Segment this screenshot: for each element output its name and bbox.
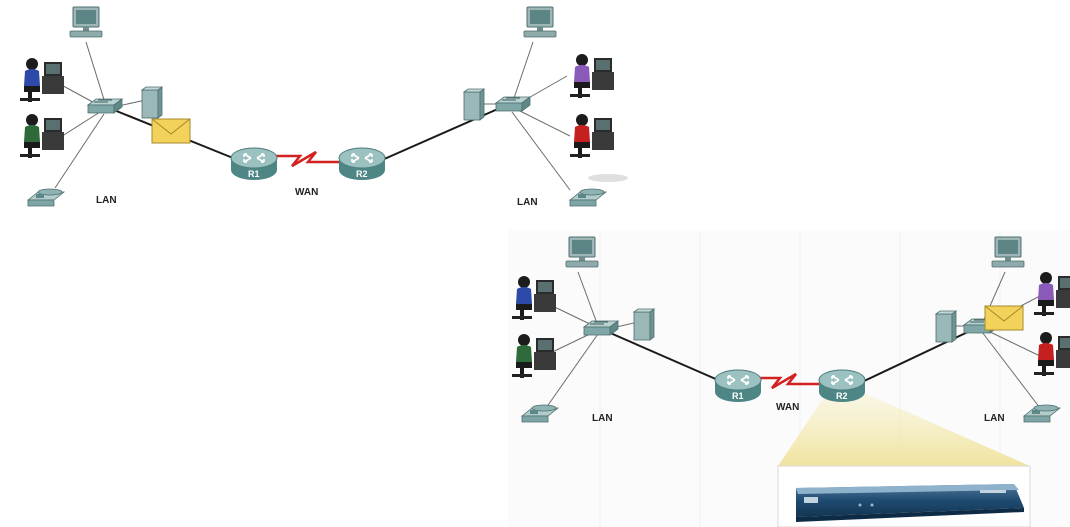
top-right-lan-links <box>476 41 571 191</box>
top-wan-label: WAN <box>295 187 318 198</box>
top-r1-label: R1 <box>248 169 260 179</box>
bottom-r2-label: R2 <box>836 391 848 401</box>
top-right-ip-phone-icon <box>569 188 607 207</box>
bottom-left-pc-icon <box>565 236 599 268</box>
bottom-lan-left-label: LAN <box>592 413 613 424</box>
top-left-user-blue-icon <box>20 58 64 102</box>
bottom-link-switch-r1 <box>607 331 719 381</box>
top-right-user-red-icon <box>570 114 614 158</box>
top-wan-link <box>276 150 342 168</box>
bottom-right-server-icon <box>935 310 957 343</box>
top-right-server-icon <box>463 88 485 121</box>
bottom-wan-label: WAN <box>776 402 799 413</box>
top-topology: LAN WAN LAN R1 R2 <box>20 6 628 208</box>
bottom-envelope-icon <box>984 305 1024 331</box>
bottom-right-pc-icon <box>991 236 1025 268</box>
top-lan-left-label: LAN <box>96 195 117 206</box>
top-lan-right-label: LAN <box>517 197 538 208</box>
bottom-left-switch-icon <box>583 320 619 336</box>
top-left-user-green-icon <box>20 114 64 158</box>
top-left-pc-icon <box>69 6 103 38</box>
top-right-shadow <box>588 174 628 182</box>
router-hardware-photo <box>796 484 1024 522</box>
zoom-highlight <box>778 385 1030 466</box>
top-envelope-icon <box>151 118 191 144</box>
bottom-topology: LAN WAN LAN R1 R2 <box>508 230 1070 527</box>
top-right-pc-icon <box>523 6 557 38</box>
top-left-switch-icon <box>87 98 123 114</box>
top-right-user-purple-icon <box>570 54 614 98</box>
top-left-ip-phone-icon <box>27 188 65 207</box>
top-right-switch-icon <box>495 96 531 112</box>
top-left-lan-links <box>54 41 147 189</box>
top-r2-label: R2 <box>356 169 368 179</box>
bottom-r1-label: R1 <box>732 391 744 401</box>
bottom-lan-right-label: LAN <box>984 413 1005 424</box>
top-left-server-icon <box>141 86 163 119</box>
bottom-left-server-icon <box>633 308 655 341</box>
bottom-wan-link <box>756 372 822 390</box>
